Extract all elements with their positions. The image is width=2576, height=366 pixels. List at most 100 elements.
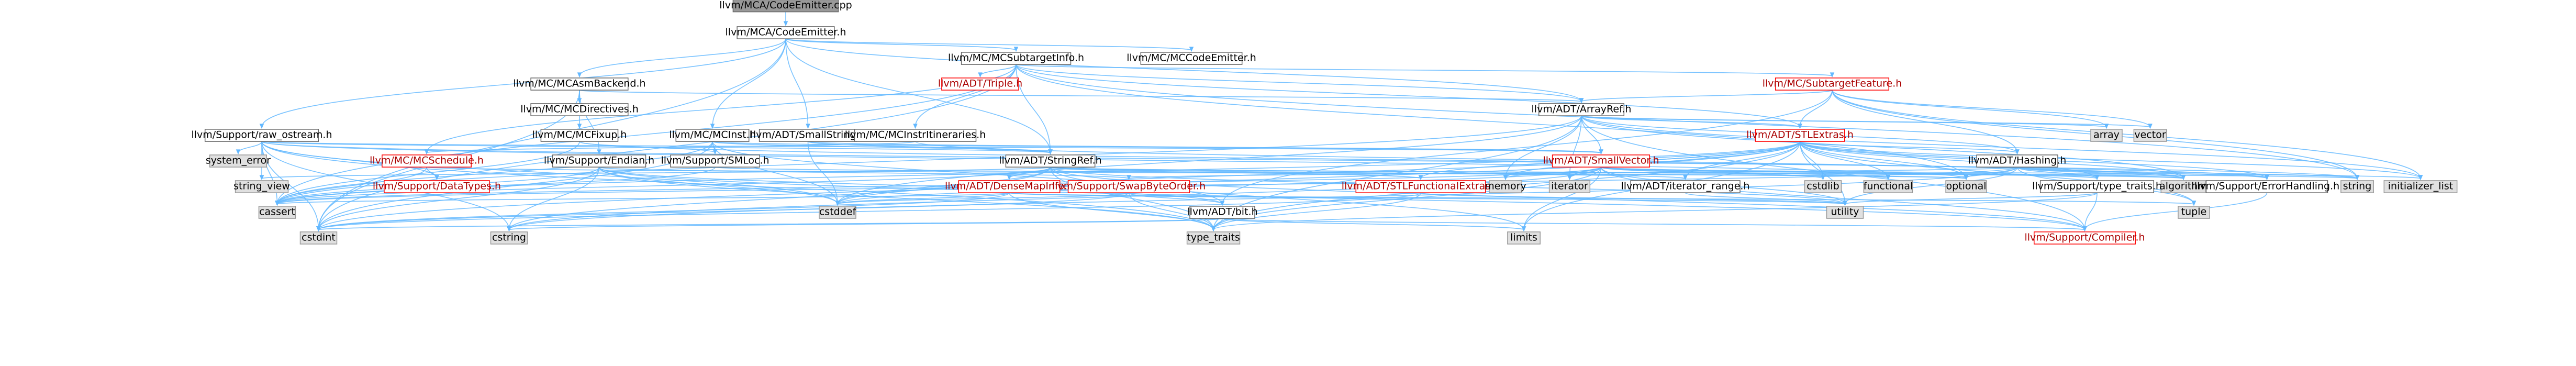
node-box (530, 77, 629, 91)
edge-mcsubtargetinfo-to-cassert (276, 64, 1017, 204)
node-label: llvm/Support/SwapByteOrder.h (1052, 181, 1206, 192)
edge-arrowhead (1798, 124, 1802, 129)
node-cstddef[interactable]: cstddef (819, 206, 857, 219)
node-mccodeemitter[interactable]: llvm/MC/MCCodeEmitter.h (1127, 52, 1256, 65)
node-vector[interactable]: vector (2133, 129, 2167, 142)
node-errorhandling[interactable]: llvm/Support/ErrorHandling.h (2194, 180, 2339, 193)
node-cstdint[interactable]: cstdint (299, 231, 338, 245)
node-label: llvm/MC/MCDirectives.h (520, 104, 639, 115)
node-mcschedule[interactable]: llvm/MC/MCSchedule.h (370, 154, 484, 168)
node-label: llvm/ADT/STLFunctionalExtras.h (1342, 181, 1500, 192)
node-cstring[interactable]: cstring (490, 231, 528, 245)
node-label: utility (1831, 206, 1859, 218)
node-iterator-range[interactable]: llvm/ADT/iterator_range.h (1621, 180, 1750, 193)
node-label: llvm/MCA/CodeEmitter.h (726, 27, 846, 38)
node-array[interactable]: array (2090, 129, 2123, 142)
edge-smallvector-to-cstddef (837, 167, 1602, 205)
node-algorithm[interactable]: algorithm (2159, 180, 2207, 193)
node-mcinst[interactable]: llvm/MC/MCInst.h (669, 129, 756, 142)
node-mcsubtargetinfo[interactable]: llvm/MC/MCSubtargetInfo.h (948, 52, 1084, 65)
node-box (1489, 180, 1522, 193)
node-codeemitter-h[interactable]: llvm/MCA/CodeEmitter.h (726, 26, 846, 39)
node-bit[interactable]: llvm/ADT/bit.h (1187, 206, 1258, 219)
node-triple[interactable]: llvm/ADT/Triple.h (938, 77, 1022, 91)
node-stringref[interactable]: llvm/ADT/StringRef.h (999, 154, 1102, 168)
edge-smallvector-to-functional (1600, 167, 1889, 179)
edge-smallvector-to-cstring (508, 167, 1602, 230)
node-cstdlib[interactable]: cstdlib (1804, 180, 1842, 193)
node-box (1552, 154, 1651, 168)
node-type-traits-h[interactable]: llvm/Support/type_traits.h (2032, 180, 2162, 193)
edge-densemapinfo-to-utility (1009, 192, 1846, 205)
node-swapbyteorder[interactable]: llvm/Support/SwapByteOrder.h (1052, 180, 1206, 193)
node-system-error[interactable]: system_error (206, 154, 271, 168)
edge-stringref-to-limits (1050, 167, 1524, 230)
edge-codeemitter_h-to-stringref (785, 39, 1051, 153)
node-limits[interactable]: limits (1507, 231, 1541, 245)
node-hashing[interactable]: llvm/ADT/Hashing.h (1968, 154, 2067, 168)
edge-arrowhead (806, 124, 810, 129)
node-mcfixup[interactable]: llvm/MC/MCFixup.h (532, 129, 627, 142)
node-utility[interactable]: utility (1826, 206, 1864, 219)
node-functional[interactable]: functional (1863, 180, 1913, 193)
node-compiler[interactable]: llvm/Support/Compiler.h (2024, 231, 2145, 245)
node-box (1186, 231, 1241, 245)
edge-arrowhead (1503, 175, 1508, 181)
edge-arrayref-to-algorithm (1581, 115, 2184, 179)
node-box (1630, 180, 1741, 193)
edge-type_traits_h-to-compiler (2084, 193, 2098, 230)
edge-arrowhead (2094, 175, 2100, 181)
node-arrayref[interactable]: llvm/ADT/ArrayRef.h (1532, 103, 1632, 116)
node-string[interactable]: string (2340, 180, 2374, 193)
node-stlfunctional[interactable]: llvm/ADT/STLFunctionalExtras.h (1342, 180, 1500, 193)
node-root[interactable]: llvm/MCA/CodeEmitter.cpp (719, 0, 852, 13)
node-endian[interactable]: llvm/Support/Endian.h (544, 154, 654, 168)
node-memory[interactable]: memory (1485, 180, 1526, 193)
node-initializer-list[interactable]: initializer_list (2383, 180, 2458, 193)
node-label: cstdint (302, 232, 336, 243)
node-datatypes[interactable]: llvm/Support/DataTypes.h (373, 180, 501, 193)
node-mcasmbackend[interactable]: llvm/MC/MCAsmBackend.h (513, 77, 646, 91)
edge-smallstring-to-smallvector (807, 141, 1602, 153)
node-box (1804, 180, 1842, 193)
node-raw-ostream[interactable]: llvm/Support/raw_ostream.h (191, 129, 332, 142)
edge-arrayref-to-iterator (1569, 116, 1582, 179)
edge-mcsubtargetinfo-to-arrayref (1016, 64, 1582, 102)
edge-endian-to-cstring (508, 167, 600, 230)
node-box (1189, 206, 1255, 219)
node-subtargetfeature[interactable]: llvm/MC/SubtargetFeature.h (1763, 77, 1902, 91)
node-smallstring[interactable]: llvm/ADT/SmallString.h (751, 129, 866, 142)
edge-hashing-to-optional (1966, 167, 2018, 179)
edge-arrayref-to-memory (1505, 116, 1582, 179)
edge-stringref-to-cassert (276, 167, 1051, 205)
node-label: llvm/MC/MCAsmBackend.h (513, 78, 645, 90)
node-box (384, 180, 490, 193)
node-type-traits[interactable]: type_traits (1186, 231, 1241, 245)
node-box (2178, 206, 2210, 219)
node-smloc[interactable]: llvm/Support/SMLoc.h (661, 154, 770, 168)
node-tuple[interactable]: tuple (2178, 206, 2210, 219)
node-mcdirectives[interactable]: llvm/MC/MCDirectives.h (520, 103, 639, 116)
node-string-view[interactable]: string_view (233, 180, 290, 193)
node-label: cstring (492, 232, 526, 243)
node-mcinstrtables[interactable]: llvm/MC/MCInstrItineraries.h (845, 129, 986, 142)
node-densemapinfo[interactable]: llvm/ADT/DenseMapInfo.h (945, 180, 1074, 193)
node-box (941, 77, 1019, 91)
edge-codeemitter_h-to-mccodeemitter (785, 38, 1192, 51)
node-box (2340, 180, 2374, 193)
node-box (1826, 206, 1864, 219)
node-iterator[interactable]: iterator (1548, 180, 1591, 193)
edge-arrowhead (1007, 175, 1012, 181)
node-stlextras[interactable]: llvm/ADT/STLExtras.h (1746, 129, 1854, 142)
edge-raw_ostream-to-string (261, 141, 2358, 179)
node-label: llvm/MC/MCSchedule.h (370, 155, 484, 167)
node-label: llvm/ADT/iterator_range.h (1621, 181, 1750, 192)
node-box (675, 129, 750, 142)
node-box (961, 52, 1072, 65)
node-cassert[interactable]: cassert (258, 206, 296, 219)
node-box (737, 26, 835, 39)
node-optional[interactable]: optional (1945, 180, 1987, 193)
node-label: llvm/Support/SMLoc.h (661, 155, 769, 167)
edge-swapbyteorder-to-type_traits (1128, 192, 1214, 230)
node-smallvector[interactable]: llvm/ADT/SmallVector.h (1543, 154, 1659, 168)
